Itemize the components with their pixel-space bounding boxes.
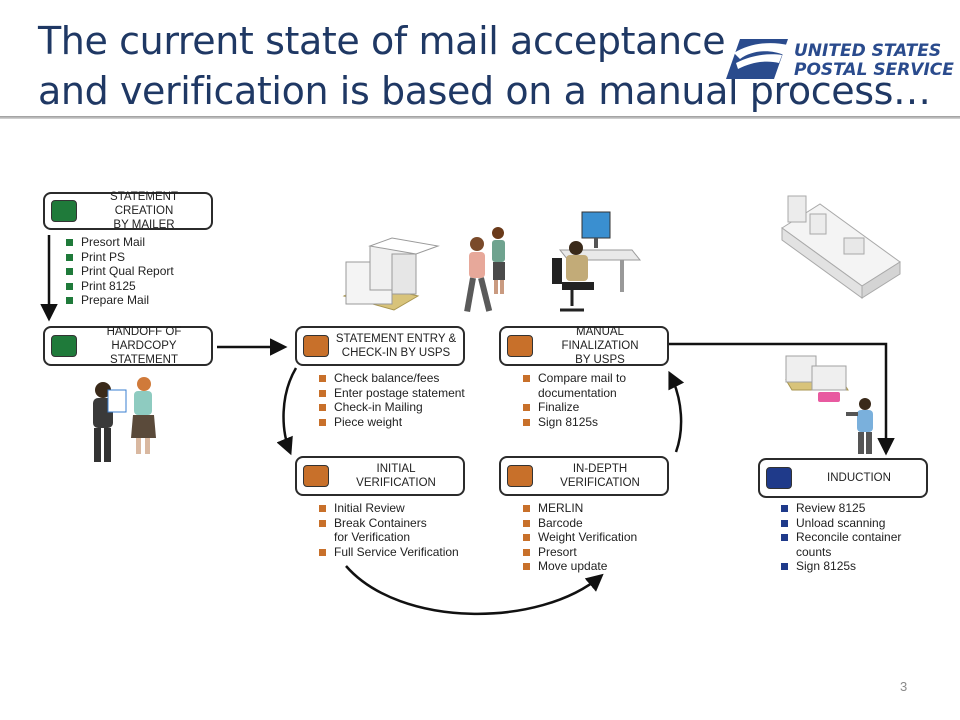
- stage-color-swatch: [507, 465, 533, 487]
- list-item: Initial Review: [317, 501, 459, 516]
- list-item: Piece weight: [317, 415, 465, 430]
- list-item: Enter postage statement: [317, 386, 465, 401]
- list-item: Sign 8125s: [521, 415, 626, 430]
- list-item: Presort Mail: [64, 235, 174, 250]
- stage-label: STATEMENT CREATION BY MAILER: [110, 191, 178, 231]
- stage-induction: INDUCTION: [758, 458, 928, 498]
- list-item: Review 8125: [779, 501, 901, 516]
- stage-color-swatch: [303, 465, 329, 487]
- list-item: Sign 8125s: [779, 559, 901, 574]
- stage-label: IN-DEPTH VERIFICATION: [560, 463, 640, 489]
- in-depth-verification-items: MERLIN Barcode Weight Verification Preso…: [521, 501, 637, 574]
- stage-statement-creation: STATEMENT CREATION BY MAILER: [43, 191, 213, 231]
- usps-logo: UNITED STATES POSTAL SERVICE ®: [726, 39, 958, 80]
- statement-creation-items: Presort Mail Print PS Print Qual Report …: [64, 235, 174, 308]
- stage-color-swatch: [51, 200, 77, 222]
- arrow-indepth-to-finalization: [668, 370, 685, 453]
- stage-label: MANUAL FINALIZATION BY USPS: [561, 326, 639, 366]
- list-item: Compare mail to documentation: [521, 371, 626, 400]
- initial-verification-items: Initial Review Break Containers for Veri…: [317, 501, 459, 559]
- stage-color-swatch: [766, 467, 792, 489]
- title-line-1: The current state of mail acceptance: [38, 19, 726, 63]
- stage-color-swatch: [303, 335, 329, 357]
- list-item: Weight Verification: [521, 530, 637, 545]
- list-item: Finalize: [521, 400, 626, 415]
- list-item: Check-in Mailing: [317, 400, 465, 415]
- sorting-machine-illustration: [781, 195, 901, 299]
- induction-items: Review 8125 Unload scanning Reconcile co…: [779, 501, 901, 574]
- list-item: Barcode: [521, 516, 637, 531]
- walking-people-illustration: [464, 227, 505, 313]
- statement-entry-items: Check balance/fees Enter postage stateme…: [317, 371, 465, 429]
- list-item: Check balance/fees: [317, 371, 465, 386]
- title-divider: [0, 116, 960, 119]
- induction-scanning-illustration: [785, 355, 873, 454]
- logo-line-2: POSTAL SERVICE ®: [794, 60, 958, 80]
- list-item: Print Qual Report: [64, 264, 174, 279]
- list-item: Unload scanning: [779, 516, 901, 531]
- handoff-people-illustration: [93, 377, 156, 462]
- arrow-entry-to-initial: [276, 367, 298, 456]
- stage-handoff: HANDOFF OF HARDCOPY STATEMENT: [43, 326, 213, 366]
- manual-finalization-items: Compare mail to documentation Finalize S…: [521, 371, 626, 429]
- stage-initial-verification: INITIAL VERIFICATION: [295, 456, 465, 496]
- stage-label: INDUCTION: [827, 472, 891, 484]
- list-item: Print PS: [64, 250, 174, 265]
- logo-line-1: UNITED STATES: [794, 41, 941, 61]
- stage-label: STATEMENT ENTRY & CHECK-IN BY USPS: [335, 333, 457, 359]
- stage-color-swatch: [507, 335, 533, 357]
- stage-in-depth-verification: IN-DEPTH VERIFICATION: [499, 456, 669, 496]
- mail-trays-illustration: [342, 237, 440, 311]
- stage-label: HANDOFF OF HARDCOPY STATEMENT: [106, 326, 182, 366]
- arrow-finalization-to-induction: [668, 342, 895, 456]
- stage-label: INITIAL VERIFICATION: [356, 463, 436, 489]
- list-item: Move update: [521, 559, 637, 574]
- stage-color-swatch: [51, 335, 77, 357]
- list-item: MERLIN: [521, 501, 637, 516]
- list-item: Reconcile container counts: [779, 530, 901, 559]
- page-number: 3: [900, 679, 908, 694]
- stage-manual-finalization: MANUAL FINALIZATION BY USPS: [499, 326, 669, 366]
- stage-statement-entry: STATEMENT ENTRY & CHECK-IN BY USPS: [295, 326, 465, 366]
- list-item: Prepare Mail: [64, 293, 174, 308]
- list-item: Break Containers for Verification: [317, 516, 459, 545]
- list-item: Print 8125: [64, 279, 174, 294]
- list-item: Full Service Verification: [317, 545, 459, 560]
- desk-worker-illustration: [552, 211, 642, 312]
- list-item: Presort: [521, 545, 637, 560]
- arrow-initial-to-indepth: [345, 565, 604, 615]
